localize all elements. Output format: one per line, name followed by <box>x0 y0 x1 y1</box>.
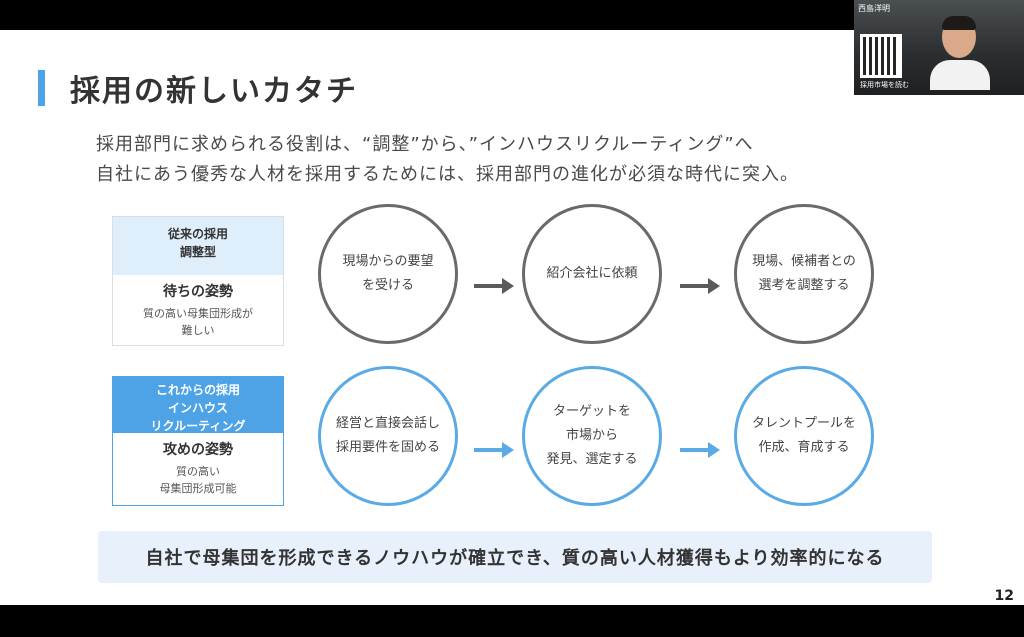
step-text: タレントプールを <box>751 416 856 431</box>
step-text: 市場から <box>565 428 618 443</box>
step-text: 選考を調整する <box>758 278 850 293</box>
future-label-head: これからの採用 インハウス リクルーティング <box>113 377 283 433</box>
step-text: 現場からの要望 <box>342 254 434 269</box>
webcam-caption: 採用市場を読む <box>860 81 909 89</box>
step-text: 紹介会社に依頼 <box>546 266 638 281</box>
bottom-black-bar <box>0 605 1024 637</box>
step-text: ターゲットを <box>552 404 631 419</box>
webcam-name-label: 西島洋明 <box>858 4 890 13</box>
step-text: 発見、選定する <box>546 452 638 467</box>
conventional-step-1: 現場からの要望 を受ける <box>318 204 458 344</box>
future-step-1: 経営と直接会話し 採用要件を固める <box>318 366 458 506</box>
presenter-avatar <box>930 16 990 90</box>
step-text: 現場、候補者との <box>752 254 856 269</box>
step-text: 経営と直接会話し <box>335 416 440 431</box>
arrow-right-icon <box>474 442 514 458</box>
qr-code-icon <box>860 34 902 78</box>
top-black-bar <box>0 0 1024 30</box>
summary-banner: 自社で母集団を形成できるノウハウが確立でき、質の高い人材獲得もより効率的になる <box>98 531 932 583</box>
conventional-label-box: 従来の採用 調整型 待ちの姿勢 質の高い母集団形成が 難しい <box>112 216 284 346</box>
slide-title: 採用の新しいカタチ <box>70 74 358 109</box>
conventional-stance: 待ちの姿勢 <box>163 284 233 300</box>
arrow-right-icon <box>680 278 720 294</box>
page-number: 12 <box>994 588 1014 604</box>
future-head-line2: インハウス <box>167 401 228 415</box>
conventional-note-line1: 質の高い母集団形成が <box>143 307 253 320</box>
arrow-right-icon <box>474 278 514 294</box>
subtitle-line-2: 自社にあう優秀な人材を採用するためには、採用部門の進化が必須な時代に突入。 <box>96 164 799 185</box>
step-text: 採用要件を固める <box>335 440 440 455</box>
conventional-step-2: 紹介会社に依頼 <box>522 204 662 344</box>
conventional-step-3: 現場、候補者との 選考を調整する <box>734 204 874 344</box>
arrow-right-icon <box>680 442 720 458</box>
step-text: を受ける <box>361 278 414 293</box>
future-note-line1: 質の高い <box>176 465 220 478</box>
conventional-label-head: 従来の採用 調整型 <box>113 217 283 275</box>
future-head-line3: リクルーティング <box>150 419 246 433</box>
subtitle-line-1: 採用部門に求められる役割は、“調整”から、”インハウスリクルーティング”へ <box>96 134 754 155</box>
future-step-2: ターゲットを 市場から 発見、選定する <box>522 366 662 506</box>
conventional-note-line2: 難しい <box>181 324 215 337</box>
conventional-head-line2: 調整型 <box>179 245 216 259</box>
future-head-line1: これからの採用 <box>155 383 240 397</box>
conventional-head-line1: 従来の採用 <box>167 227 228 241</box>
future-label-box: これからの採用 インハウス リクルーティング 攻めの姿勢 質の高い 母集団形成可… <box>112 376 284 506</box>
webcam-video-tile[interactable]: 西島洋明 採用市場を読む <box>854 0 1024 95</box>
presentation-slide: 採用の新しいカタチ 採用部門に求められる役割は、“調整”から、”インハウスリクル… <box>0 30 1024 605</box>
future-note-line2: 母集団形成可能 <box>159 482 237 495</box>
future-stance: 攻めの姿勢 <box>163 442 233 458</box>
step-text: 作成、育成する <box>758 440 850 455</box>
future-step-3: タレントプールを 作成、育成する <box>734 366 874 506</box>
future-note: 質の高い 母集団形成可能 <box>113 463 283 497</box>
conventional-note: 質の高い母集団形成が 難しい <box>113 305 283 339</box>
title-accent-bar <box>38 70 45 106</box>
